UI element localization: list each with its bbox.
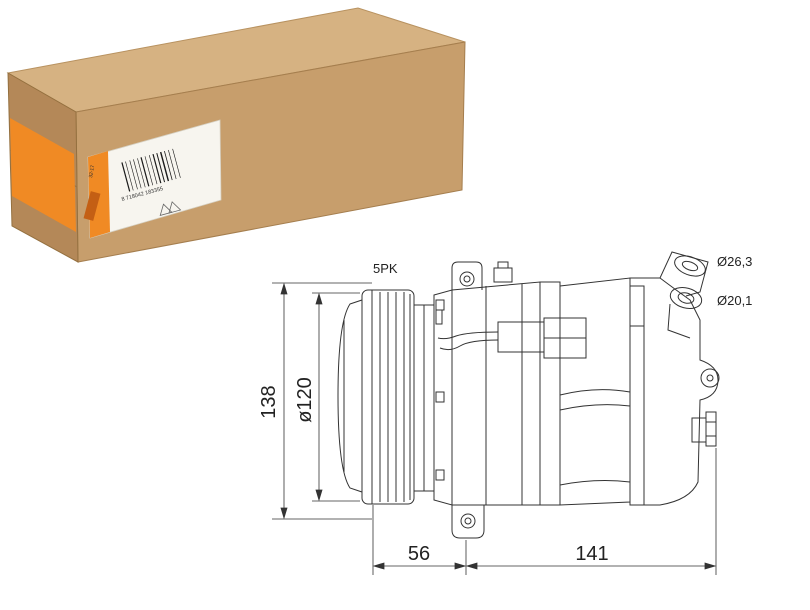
barcode-bar [159,151,170,182]
center-flange [539,281,561,506]
pulley [361,289,415,505]
barcode-bar [156,152,166,183]
relief-valve [691,411,717,447]
compressor-drawing [272,251,720,575]
barcode-bar [125,161,134,191]
barcode-bar [129,160,138,190]
pulley-diameter-dimension: ø120 [294,377,316,423]
port-small-diameter: Ø20,1 [717,293,752,308]
side-code: 32-17 [88,164,96,178]
top-bolt [493,267,513,283]
port-large-diameter: Ø26,3 [717,254,752,269]
barcode-bar [121,162,131,192]
height-dimension: 138 [258,385,280,418]
service-ports [659,251,709,339]
barcode-bar [133,159,142,189]
barcode-bar [148,155,158,185]
front-housing [433,289,453,506]
front-depth-dimension: 56 [408,543,430,565]
rear-mount-hole [700,368,720,388]
body-length-dimension: 141 [575,543,608,565]
barcode-bar [137,158,146,188]
mount-ear-bottom [451,505,485,539]
dimension-lines [272,282,717,575]
brand-logo [83,191,101,221]
clutch-plate [337,299,363,493]
barcode [121,148,181,192]
box-orange-band [10,118,76,232]
barcode-bar [164,150,173,181]
rear-cover [629,277,719,506]
barcode-bar [152,153,162,184]
rear-housing [559,277,631,506]
barcode-bar [172,148,181,178]
barcode-bar [140,157,150,187]
recycle-icon [159,201,182,216]
belt-profile-label: 5PK [373,261,398,276]
barcode-bar [168,149,177,180]
mount-ear-top [451,261,483,290]
compressor-body [451,281,541,506]
packaging-box: 8 718042 183355 32-17 [6,7,466,263]
barcode-bar [144,156,154,186]
electrical-connector [437,317,587,359]
